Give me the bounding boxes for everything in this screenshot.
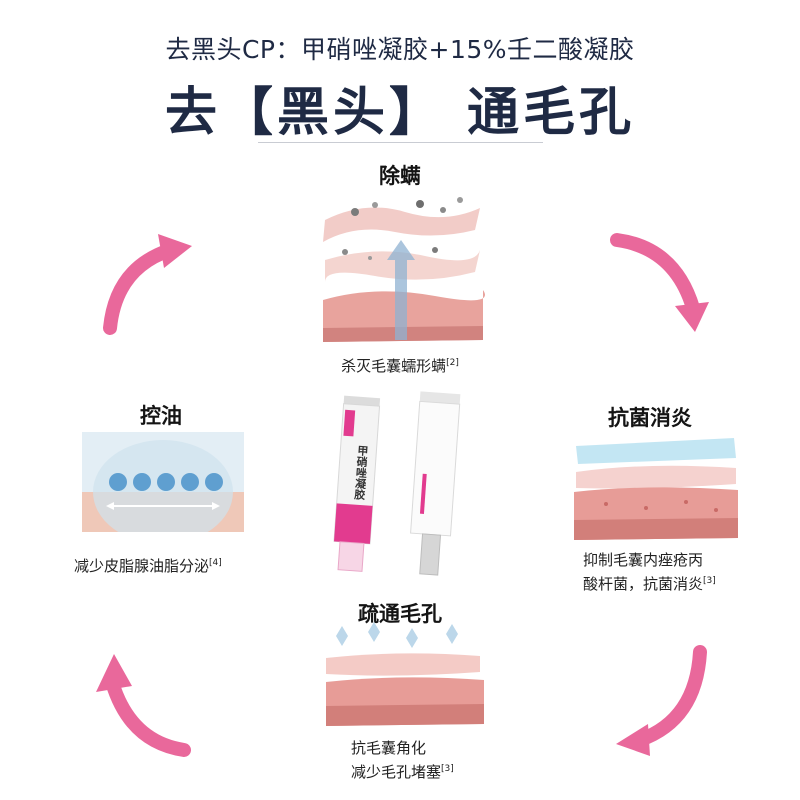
headline: 去【黑头】 通毛孔 — [164, 83, 636, 143]
antibacterial-desc-line2: 酸杆菌，抗菌消炎[3] — [583, 571, 716, 595]
arrow-bottom-right-icon — [616, 645, 707, 756]
oil-desc-text: 减少皮脂腺油脂分泌 — [74, 557, 210, 575]
subtitle: 去黑头CP：甲硝唑凝胶+15%壬二酸凝胶 — [165, 35, 635, 64]
pore-desc: 抗毛囊角化 减少毛孔堵塞[3] — [351, 738, 454, 783]
pore-ref: [3] — [441, 764, 454, 774]
antibacterial-ref: [3] — [703, 576, 716, 586]
arrow-top-right-icon — [610, 233, 709, 332]
mite-desc: 杀灭毛囊蠕形螨[2] — [0, 353, 800, 377]
mite-title: 除螨 — [379, 164, 421, 188]
oil-control-image — [82, 432, 244, 532]
product-tubes-image: 甲硝唑凝胶 — [330, 385, 475, 585]
mite-skin-layers-image — [315, 190, 485, 348]
divider — [258, 142, 543, 143]
pore-skin-image — [318, 620, 488, 730]
pore-desc-line2: 减少毛孔堵塞[3] — [351, 759, 454, 783]
antibacterial-desc: 抑制毛囊内痤疮丙 酸杆菌，抗菌消炎[3] — [583, 550, 716, 595]
antibacterial-skin-image — [566, 432, 744, 544]
pore-desc-line2-text: 减少毛孔堵塞 — [351, 763, 442, 781]
antibacterial-desc-line2-text: 酸杆菌，抗菌消炎 — [583, 575, 704, 593]
mite-desc-text: 杀灭毛囊蠕形螨 — [341, 357, 447, 375]
tube-left-label: 甲硝唑凝胶 — [352, 444, 369, 501]
pore-desc-line1: 抗毛囊角化 — [351, 739, 427, 757]
oil-title: 控油 — [140, 404, 182, 428]
arrow-bottom-left-icon — [96, 654, 191, 757]
oil-desc: 减少皮脂腺油脂分泌[4] — [74, 553, 222, 577]
pore-title: 疏通毛孔 — [358, 602, 442, 626]
antibacterial-desc-line1: 抑制毛囊内痤疮丙 — [583, 551, 704, 569]
oil-ref: [4] — [209, 558, 222, 568]
mite-ref: [2] — [446, 358, 459, 368]
antibacterial-title: 抗菌消炎 — [608, 406, 692, 430]
arrow-top-left-icon — [103, 234, 192, 335]
